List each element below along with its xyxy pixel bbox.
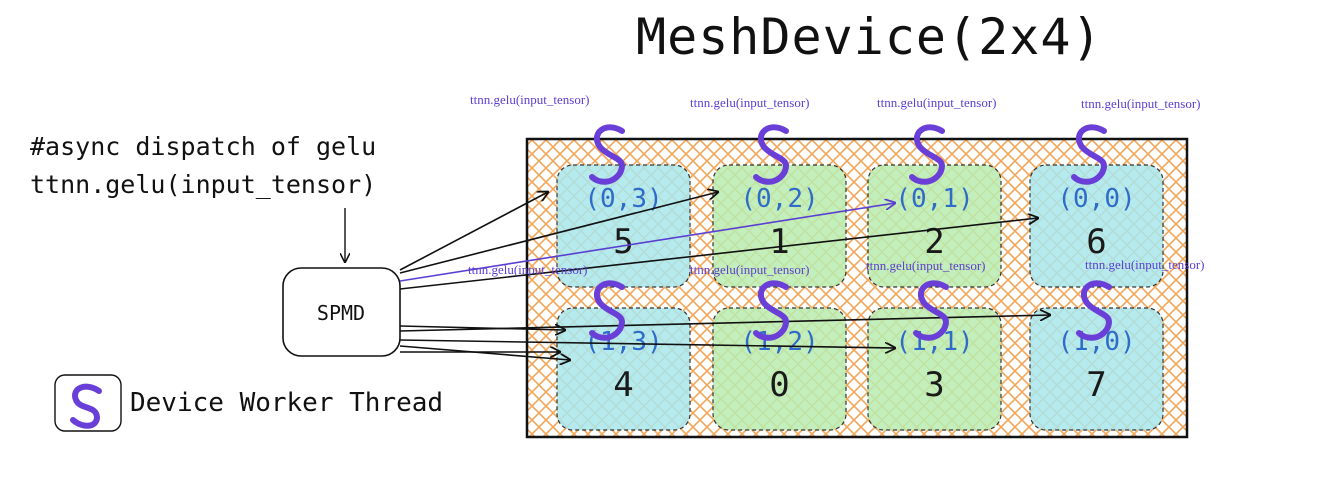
device-id: 6: [1086, 222, 1106, 262]
device-id: 0: [769, 365, 789, 405]
worker-thread-icon: [913, 280, 949, 341]
worker-call-label: ttnn.gelu(input_tensor): [1081, 96, 1201, 111]
device-cell-box: [712, 307, 847, 431]
worker-thread-icon: [1071, 124, 1107, 185]
dispatch-arrow: [399, 192, 548, 271]
device-id: 5: [613, 222, 633, 262]
dispatch-arrow: [399, 203, 895, 282]
device-id: 7: [1086, 365, 1106, 405]
legend-worker-thread-icon: [54, 374, 122, 432]
device-cell: (1,2)0: [712, 307, 847, 431]
device-cell-box: [1029, 164, 1164, 288]
worker-thread-icon: [909, 124, 945, 185]
dispatch-arrow: [399, 339, 895, 348]
legend-label: Device Worker Thread: [130, 388, 444, 418]
worker-call-label: ttnn.gelu(input_tensor): [470, 92, 590, 107]
device-id: 2: [924, 222, 944, 262]
dispatch-arrow: [399, 218, 1038, 290]
spmd-box: [282, 267, 401, 357]
diagram-title: MeshDevice(2x4): [636, 8, 1103, 66]
dispatch-arrow: [399, 326, 565, 330]
worker-call-label: ttnn.gelu(input_tensor): [1085, 257, 1205, 272]
device-coord: (0,0): [1057, 184, 1135, 214]
device-coord: (1,1): [895, 327, 973, 357]
dispatch-arrow: [399, 345, 570, 360]
device-cell: (0,2) 1: [712, 164, 847, 288]
device-grid: (0,3)5(0,2)1(0,1)2(0,0)6(1,3)4(1,2)0(1,1…: [556, 164, 1164, 431]
worker-call-label: ttnn.gelu(input_tensor): [690, 95, 810, 110]
device-id: 3: [924, 365, 944, 405]
device-cell: (0,3)5: [556, 164, 691, 288]
device-coord: (1,0): [1057, 327, 1135, 357]
device-cell: (1,0) 7: [1029, 307, 1164, 431]
worker-thread-icon: [589, 280, 625, 341]
device-cell: (1,1) 3: [867, 307, 1002, 431]
device-coord: (1,3): [584, 327, 662, 357]
worker-call-label: ttnn.gelu(input_tensor): [690, 262, 810, 277]
spmd-dispatcher: SPMD: [282, 267, 401, 357]
worker-call-label: ttnn.gelu(input_tensor): [877, 95, 997, 110]
device-cell: (0,0) 6: [1029, 164, 1164, 288]
device-cell-box: [556, 307, 691, 431]
code-snippet: #async dispatch of gelu ttnn.gelu(input_…: [30, 128, 376, 204]
device-cell-box: [712, 164, 847, 288]
worker-thread-icon: [753, 124, 789, 185]
device-id: 1: [769, 222, 789, 262]
code-comment: #async dispatch of gelu: [30, 132, 377, 161]
worker-thread-icon: [589, 124, 625, 185]
worker-threads: [589, 124, 1112, 341]
device-id: 4: [613, 365, 633, 405]
worker-thread-icon: [1076, 280, 1112, 341]
device-coord: (0,1): [895, 184, 973, 214]
worker-call-label: ttnn.gelu(input_tensor): [866, 258, 986, 273]
code-call: ttnn.gelu(input_tensor): [30, 170, 377, 199]
device-cell-box: [867, 164, 1002, 288]
device-cell: (1,3) 4: [556, 307, 691, 431]
dispatch-arrow: [399, 192, 718, 274]
worker-call-label: ttnn.gelu(input_tensor): [468, 262, 588, 277]
worker-thread-icon: [753, 280, 789, 341]
device-coord: (0,2): [740, 184, 818, 214]
spmd-label: SPMD: [317, 301, 365, 325]
device-cell: (0,1) 2: [867, 164, 1002, 288]
